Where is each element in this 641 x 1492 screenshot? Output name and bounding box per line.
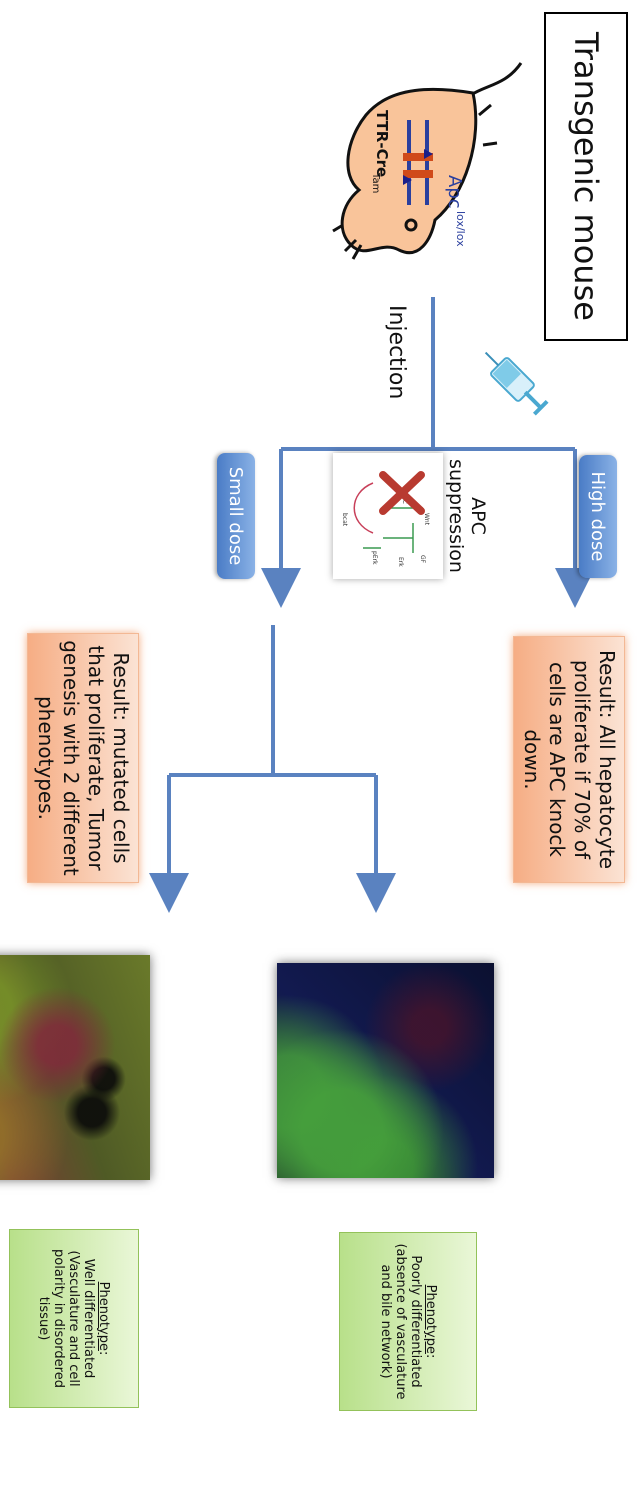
phenotype-poor-heading: Phenotype	[423, 1284, 438, 1354]
phenotype-poor-text: Poorly differentiated (absence of vascul…	[378, 1243, 423, 1400]
red-x-mark	[379, 471, 425, 515]
mouse-legs	[332, 103, 498, 260]
pathway-label-erk: Erk	[397, 557, 404, 567]
pathway-label-wnt: Wnt	[423, 513, 430, 526]
transgene-subscript: Tam	[370, 172, 381, 193]
pathway-label-perk: pErk	[371, 551, 378, 565]
high-dose-pill: High dose	[579, 455, 617, 578]
syringe-icon	[484, 351, 549, 416]
title-box: Transgenic mouse	[544, 12, 628, 341]
poorly-differentiated-micrograph	[277, 963, 494, 1178]
mouse-eye	[404, 218, 418, 232]
apc-suppression-label: APC suppression	[445, 452, 489, 580]
pathway-label-bcat: bcat	[341, 513, 348, 527]
lox-arrow-2	[403, 175, 412, 185]
well-differentiated-micrograph	[0, 955, 150, 1180]
lox-site-2	[403, 170, 433, 178]
small-dose-pill: Small dose	[217, 453, 255, 579]
result-high-dose-box: Result: All hepatocyte proliferate if 70…	[513, 636, 625, 883]
apc-pathway-thumbnail: Wnt GF Erk pErk DC bcat	[333, 453, 443, 579]
gene-label: Apc	[444, 175, 465, 209]
mouse-tail	[470, 62, 523, 97]
pathway-label-gf: GF	[419, 555, 426, 564]
injection-label: Injection	[384, 305, 409, 400]
phenotype-poor-box: Phenotype: Poorly differentiated (absenc…	[339, 1232, 477, 1411]
apc-label-line2: suppression	[445, 459, 467, 573]
phenotype-well-box: Phenotype: Well differentiated (Vasculat…	[9, 1229, 139, 1408]
lox-arrow-1	[424, 149, 433, 159]
result-small-dose-box: Result: mutated cells that proliferate, …	[27, 633, 139, 883]
apc-label-line1: APC	[467, 497, 489, 535]
mouse-illustration: Apc lox/lox TTR-Cre Tam	[332, 62, 523, 260]
gene-superscript: lox/lox	[454, 211, 467, 247]
phenotype-well-text: Well differentiated (Vasculature and cel…	[36, 1249, 97, 1388]
transgene-label: TTR-Cre	[373, 110, 391, 177]
phenotype-well-heading: Phenotype	[96, 1281, 112, 1351]
